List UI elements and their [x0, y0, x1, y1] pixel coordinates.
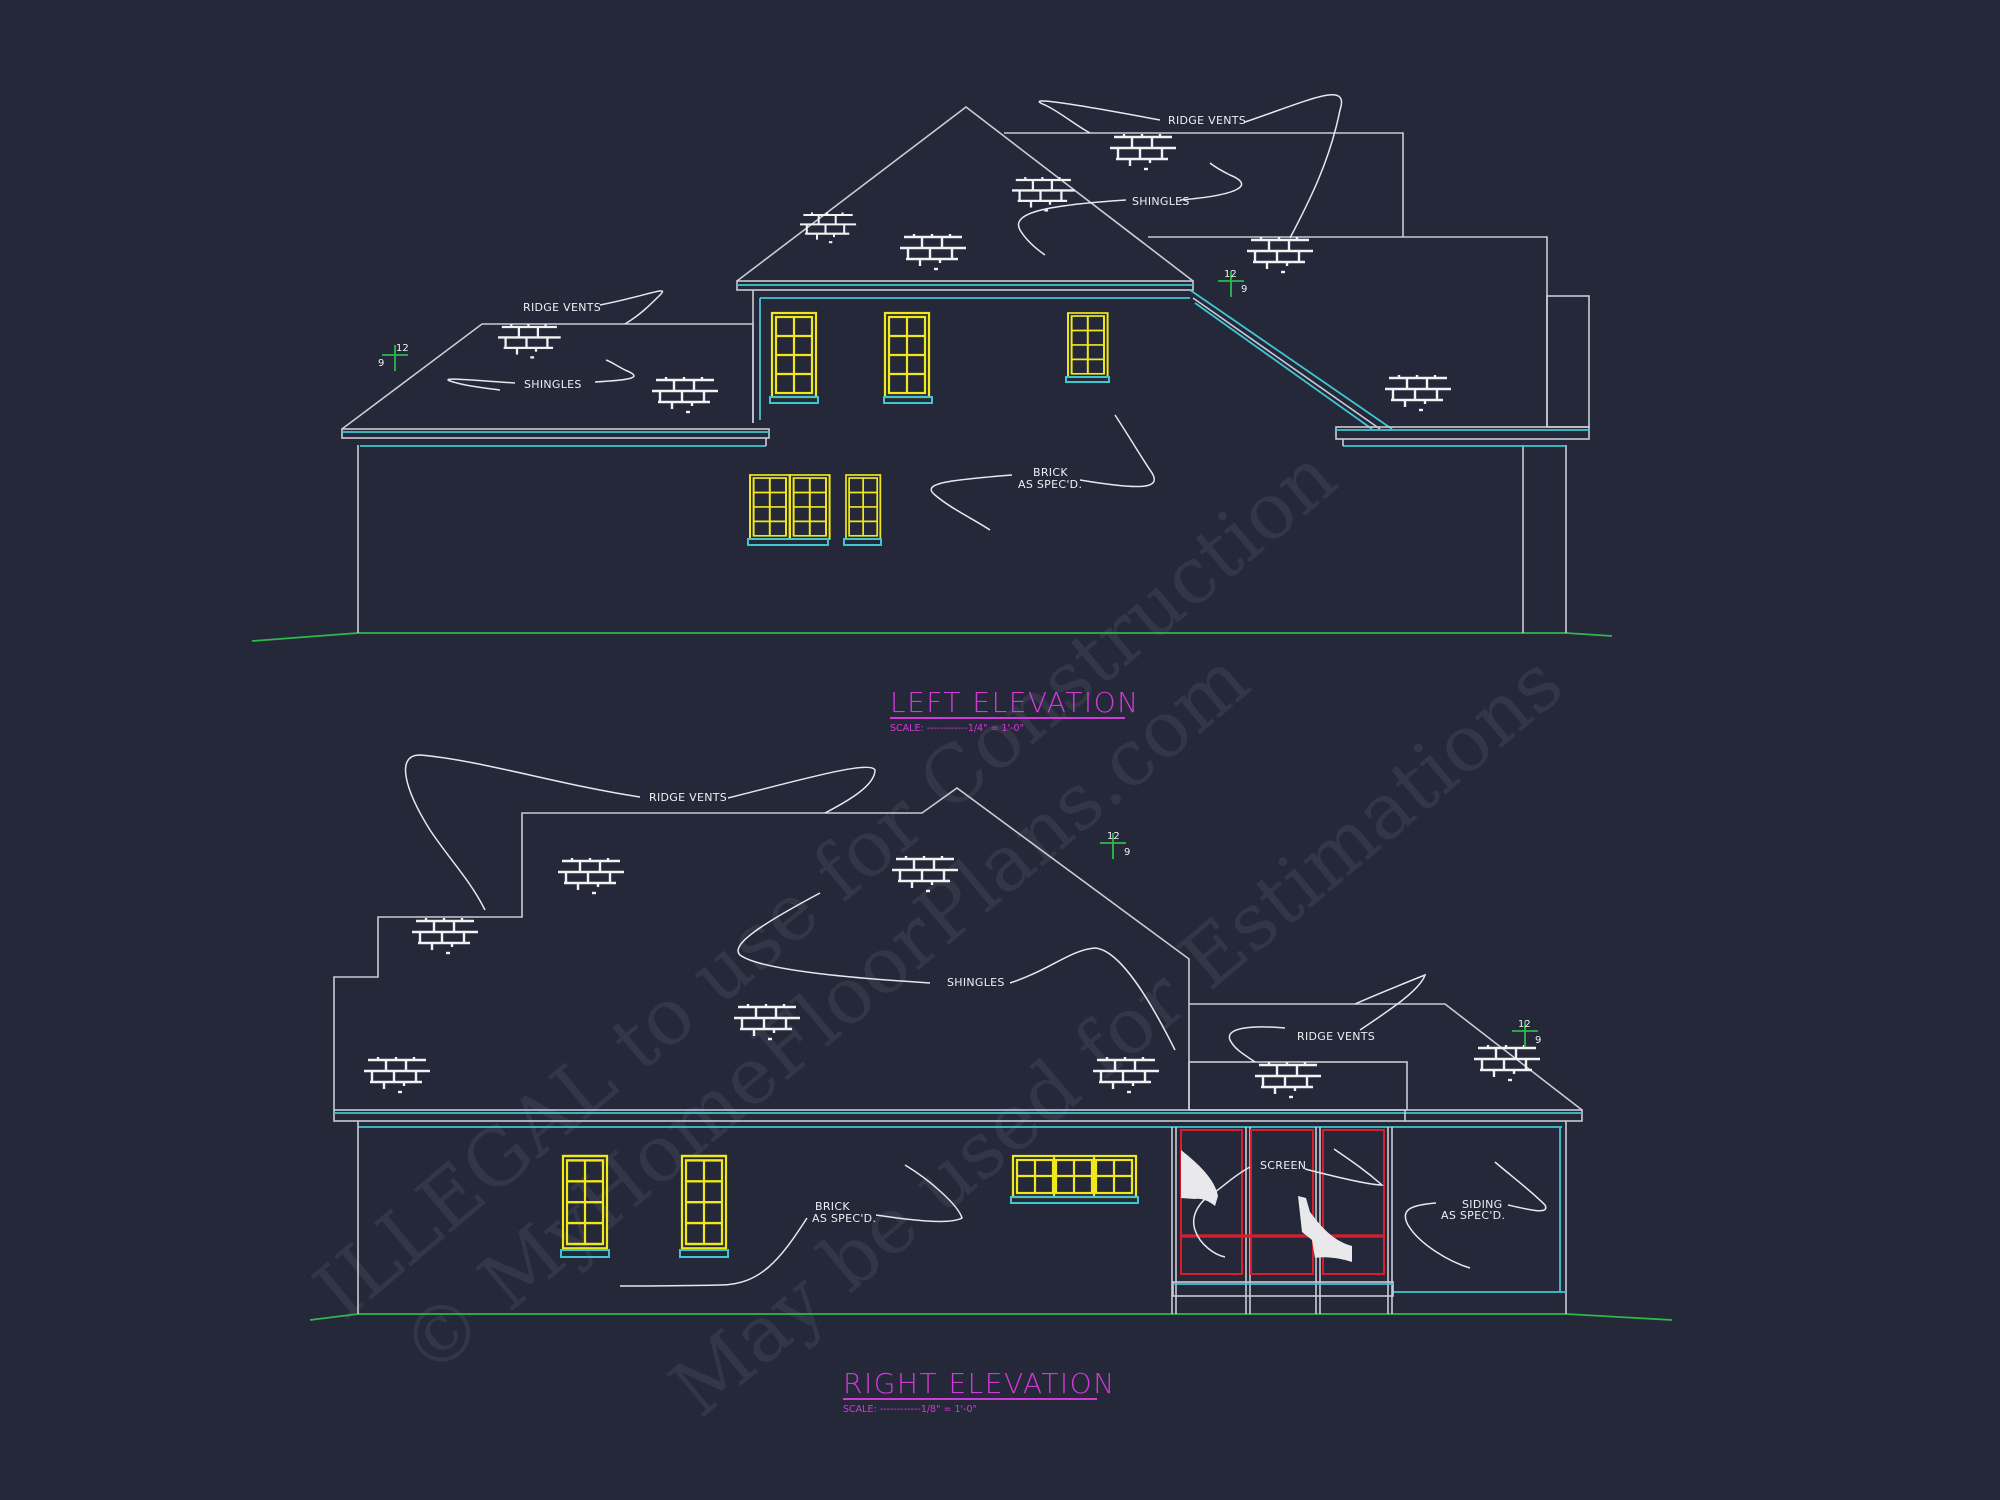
- note-ridge-vents-lower: RIDGE VENTS: [1297, 1030, 1375, 1043]
- right-elevation-scale: SCALE: ------------1/8" = 1'-0": [843, 1404, 977, 1415]
- window-triple: [1011, 1154, 1138, 1199]
- note-shingles: SHINGLES: [1132, 195, 1190, 208]
- main-roof-outline: [333, 787, 1190, 1110]
- left-elevation: 12 9 12 9 RIDGE VENTS SHINGLES RIDGE VEN…: [251, 94, 1613, 734]
- left-elevation-title: LEFT ELEVATION: [890, 686, 1140, 719]
- note-brick-line2: AS SPEC'D.: [1018, 478, 1082, 491]
- note-brick-line2: AS SPEC'D.: [812, 1212, 876, 1225]
- left-elevation-scale: SCALE: ------------1/4" = 1'-0": [890, 723, 1024, 734]
- note-siding-line1: SIDING: [1462, 1198, 1503, 1211]
- note-siding-line2: AS SPEC'D.: [1441, 1209, 1505, 1222]
- right-elevation: 12 9 12 9 RIDGE VENTS SHINGLES RIDGE VEN…: [309, 754, 1673, 1415]
- screen-panel: [1180, 1129, 1243, 1275]
- screen-porch: [1172, 1127, 1394, 1314]
- svg-text:9: 9: [1241, 284, 1247, 295]
- ground-line: [309, 1313, 1673, 1321]
- window-dh-1: [770, 311, 818, 399]
- window-group-upper: [770, 311, 1109, 399]
- screen-panel: [1322, 1129, 1385, 1275]
- roof-pitch-mark: 12 9: [378, 343, 409, 372]
- svg-text:12: 12: [1224, 269, 1237, 280]
- svg-text:9: 9: [1535, 1035, 1541, 1046]
- note-ridge-vents-lower: RIDGE VENTS: [523, 301, 601, 314]
- window-group-lower: [749, 474, 882, 540]
- note-screen: SCREEN: [1260, 1159, 1306, 1172]
- note-ridge-vents: RIDGE VENTS: [649, 791, 727, 804]
- ground-line: [251, 632, 1613, 642]
- roof-pitch-mark: 12 9: [1511, 1019, 1541, 1048]
- main-gable: [736, 105, 1194, 282]
- window-dh-2: [883, 311, 931, 399]
- note-brick-line1: BRICK: [815, 1200, 850, 1213]
- screen-panel: [1250, 1129, 1314, 1275]
- svg-text:12: 12: [1518, 1019, 1531, 1030]
- svg-text:12: 12: [1107, 831, 1120, 842]
- svg-text:9: 9: [1124, 847, 1130, 858]
- roof-pitch-mark: 12 9: [1217, 269, 1247, 298]
- note-shingles-lower: SHINGLES: [524, 378, 582, 391]
- svg-text:9: 9: [378, 358, 384, 369]
- roof-pitch-mark: 12 9: [1099, 831, 1130, 860]
- window-group: [561, 1154, 1138, 1250]
- svg-text:12: 12: [396, 343, 409, 354]
- note-brick-line1: BRICK: [1033, 466, 1068, 479]
- note-shingles: SHINGLES: [947, 976, 1005, 989]
- right-elevation-title: RIGHT ELEVATION: [843, 1367, 1116, 1400]
- note-ridge-vents: RIDGE VENTS: [1168, 114, 1246, 127]
